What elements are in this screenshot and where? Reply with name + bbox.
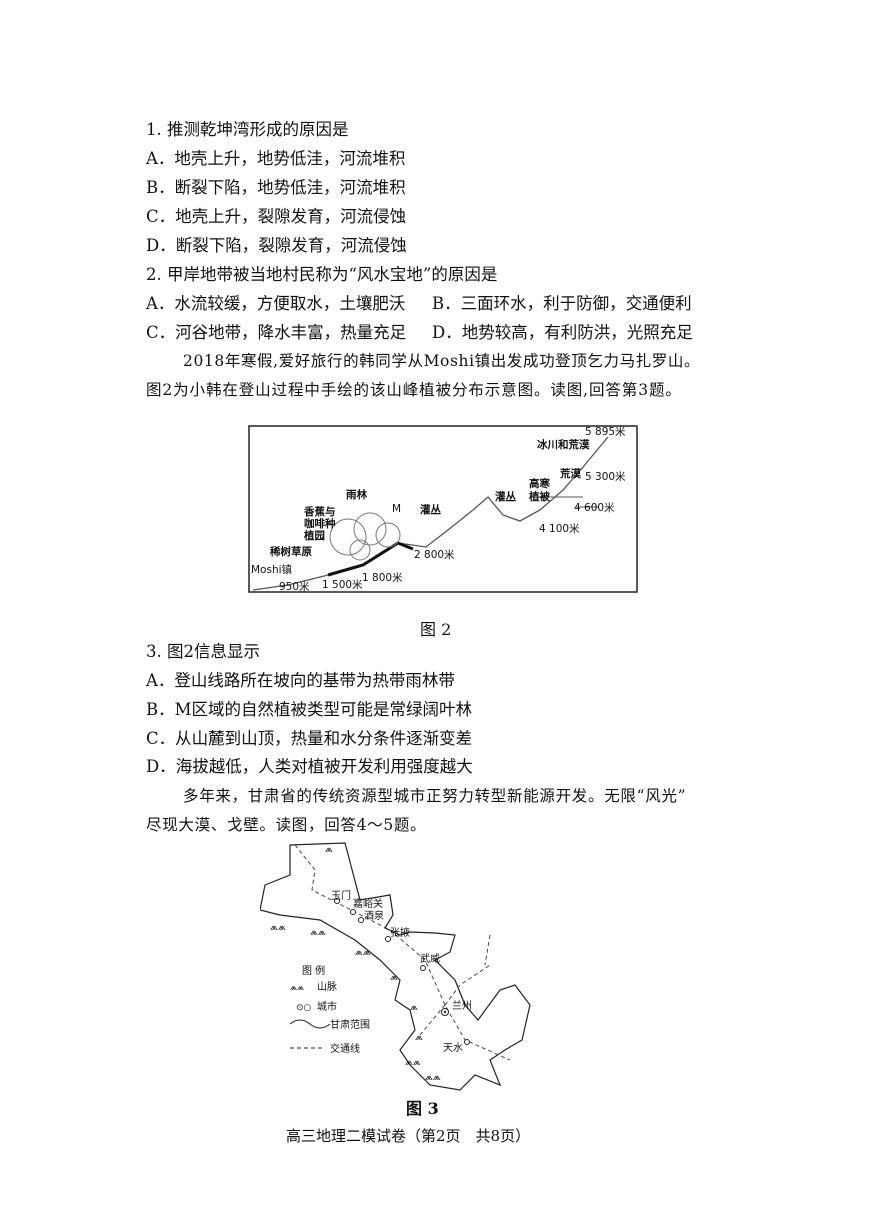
intro3-line1: 2018年寒假,爱好旅行的韩同学从Moshi镇出发成功登顶乞力马扎罗山。	[183, 352, 701, 370]
svg-text:⩕⩕: ⩕⩕	[270, 922, 286, 933]
q2-option-b: B．三面环水，利于防御，交通便利	[432, 294, 692, 313]
figure2-vegetation-profile: 5 895米 冰川和荒漠 荒漠 5 300米 高寒 植被 灌丛 4 600米 4…	[248, 425, 638, 593]
svg-text:⩕⩕: ⩕⩕	[290, 983, 304, 993]
label-m: M	[392, 503, 401, 515]
label-950: 950米	[279, 580, 310, 593]
label-5300: 5 300米	[585, 470, 626, 483]
label-1800: 1 800米	[362, 571, 403, 584]
legend-boundary: 甘肃范围	[330, 1018, 370, 1031]
label-plantation-3: 植园	[303, 529, 325, 542]
gansu-boundary	[260, 842, 531, 1091]
legend-mountain: 山脉	[317, 980, 337, 993]
legend-city: 城市	[317, 1000, 337, 1013]
intro3-line2: 图2为小韩在登山过程中手绘的该山峰植被分布示意图。读图,回答第3题。	[146, 381, 682, 399]
alpine-marks	[538, 496, 598, 508]
label-rainforest: 雨林	[346, 488, 367, 501]
label-glacier-desert: 冰川和荒漠	[537, 438, 590, 451]
figure3-labels: 玉门 嘉峪关 酒泉 张掖 武威 兰州 天水 图 例 ⩕⩕ 山脉 ⊙○ 城市 甘肃…	[289, 889, 472, 1055]
q1-option-b: B．断裂下陷，地势低洼，河流堆积	[146, 178, 406, 197]
svg-text:⩕: ⩕	[410, 1002, 418, 1013]
cultivated-band	[327, 541, 414, 577]
label-2800: 2 800米	[414, 548, 455, 561]
label-plantation-2: 咖啡种	[304, 517, 336, 530]
q2-option-d: D．地势较高，有利防洪，光照充足	[432, 323, 693, 342]
q3-option-d: D．海拔越低，人类对植被开发利用强度越大	[146, 757, 473, 776]
city-zhangye: 张掖	[390, 926, 410, 939]
legend-title: 图 例	[302, 964, 325, 977]
svg-text:⩕: ⩕	[415, 1032, 423, 1043]
q3-option-a: A．登山线路所在坡向的基带为热带雨林带	[146, 671, 455, 690]
label-shrub-lower: 灌丛	[420, 503, 441, 516]
label-savanna: 稀树草原	[270, 545, 312, 558]
q1-option-d: D．断裂下陷，裂隙发育，河流侵蚀	[146, 236, 407, 255]
q3-option-c: C．从山麓到山顶，热量和水分条件逐渐变差	[146, 729, 473, 748]
figure2-frame	[248, 425, 638, 593]
svg-text:⩕⩕: ⩕⩕	[405, 1057, 421, 1068]
intro45-line2: 尽现大漠、戈壁。读图，回答4～5题。	[146, 816, 427, 834]
label-1500: 1 500米	[322, 578, 363, 591]
svg-text:⩕⩕: ⩕⩕	[310, 927, 326, 938]
q1-option-a: A．地壳上升，地势低洼，河流堆积	[146, 149, 406, 168]
city-jiuquan: 酒泉	[364, 909, 384, 922]
label-desert: 荒漠	[559, 467, 581, 480]
transport-lines	[294, 844, 511, 1061]
rainforest-trees	[329, 512, 401, 561]
label-4600: 4 600米	[574, 501, 615, 514]
svg-text:⩕: ⩕	[390, 972, 398, 983]
label-plantation-1: 香蕉与	[303, 505, 336, 518]
label-alpine-1: 高寒	[529, 477, 550, 490]
city-tianshui: 天水	[443, 1042, 463, 1054]
capital-dot	[443, 1010, 447, 1014]
city-jiayuguan: 嘉峪关	[353, 897, 383, 910]
q2-stem: 2. 甲岸地带被当地村民称为“风水宝地”的原因是	[146, 265, 498, 284]
intro45-line1: 多年来，甘肃省的传统资源型城市正努力转型新能源开发。无限“风光”	[183, 787, 687, 805]
q3-option-b: B．M区域的自然植被类型可能是常绿阔叶林	[146, 700, 473, 719]
label-moshi: Moshi镇	[251, 563, 293, 576]
svg-text:⩕⩕: ⩕⩕	[425, 1072, 441, 1083]
q2-option-a: A．水流较缓，方便取水，土壤肥沃	[146, 294, 406, 313]
q2-option-c: C．河谷地带，降水丰富，热量充足	[146, 323, 407, 342]
q1-stem: 1. 推测乾坤湾形成的原因是	[146, 120, 349, 139]
figure3-gansu-map: ⩕⩕⩕⩕⩕⩕⩕⩕⩕⩕⩕⩕⩕⩕ 玉门 嘉峪关 酒泉 张掖 武威 兰州 天水 图 例…	[260, 842, 531, 1091]
mountain-symbols: ⩕⩕⩕⩕⩕⩕⩕⩕⩕⩕⩕⩕⩕⩕	[270, 844, 441, 1083]
svg-text:⩕⩕: ⩕⩕	[355, 947, 371, 958]
page-footer: 高三地理二模试卷（第2页 共8页）	[286, 1127, 531, 1145]
label-4100: 4 100米	[539, 522, 580, 535]
q3-stem: 3. 图2信息显示	[146, 642, 260, 661]
label-alpine-2: 植被	[528, 490, 550, 503]
figure2-labels: 5 895米 冰川和荒漠 荒漠 5 300米 高寒 植被 灌丛 4 600米 4…	[251, 425, 626, 593]
city-yumen: 玉门	[331, 889, 351, 902]
svg-text:⩕: ⩕	[325, 844, 333, 855]
city-wuwei: 武威	[420, 952, 440, 965]
legend-transport: 交通线	[330, 1042, 360, 1055]
label-5895: 5 895米	[585, 425, 626, 438]
svg-text:⊙○: ⊙○	[296, 1003, 312, 1013]
label-shrub-upper: 灌丛	[495, 490, 516, 503]
figure3-caption: 图 3	[406, 1099, 439, 1118]
city-lanzhou: 兰州	[452, 999, 472, 1012]
figure2-caption: 图 2	[420, 620, 452, 639]
q1-option-c: C．地壳上升，裂隙发育，河流侵蚀	[146, 207, 407, 226]
